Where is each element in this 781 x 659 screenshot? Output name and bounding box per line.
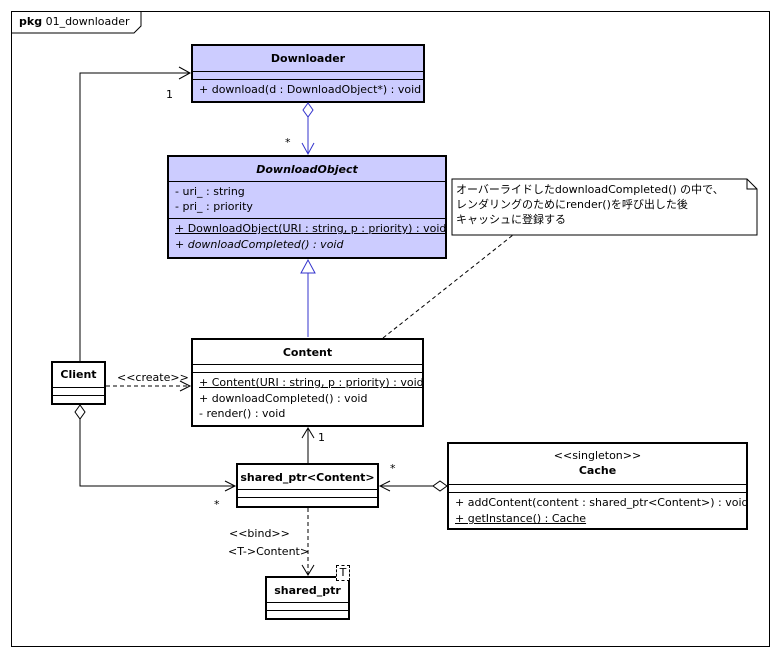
stereotype: <<singleton>> bbox=[553, 449, 642, 462]
operation: + addContent(content : shared_ptr<Conten… bbox=[455, 496, 749, 509]
class-name: Content bbox=[282, 346, 333, 359]
frame-name: 01_downloader bbox=[45, 15, 130, 28]
class-shared-ptr[interactable]: shared_ptr bbox=[265, 576, 350, 620]
class-name: shared_ptr bbox=[274, 584, 341, 597]
compartment-divider bbox=[238, 489, 377, 490]
multiplicity-label: 1 bbox=[166, 88, 173, 101]
note: オーバーライドしたdownloadCompleted() の中で、 レンダリング… bbox=[456, 182, 724, 227]
note-line: オーバーライドしたdownloadCompleted() の中で、 bbox=[456, 183, 724, 196]
template-parameter: T bbox=[339, 566, 347, 579]
compartment-divider bbox=[53, 387, 104, 388]
compartment-divider bbox=[238, 497, 377, 498]
class-downloader[interactable]: Downloader + download(d : DownloadObject… bbox=[191, 44, 425, 103]
multiplicity-label: * bbox=[285, 136, 291, 149]
note-line: キャッシュに登録する bbox=[456, 213, 566, 226]
compartment-divider bbox=[53, 395, 104, 396]
class-content[interactable]: Content + Content(URI : string, p : prio… bbox=[191, 338, 424, 427]
operation: + downloadCompleted() : void bbox=[199, 392, 368, 405]
class-download-object[interactable]: DownloadObject - uri_ : string - pri_ : … bbox=[167, 155, 447, 259]
bind-stereotype-label: <<bind>> bbox=[229, 527, 290, 540]
template-parameter-box: T bbox=[336, 565, 350, 581]
frame-title: pkg 01_downloader bbox=[19, 15, 130, 28]
bind-parameter-label: <T->Content> bbox=[228, 545, 310, 558]
compartment-divider bbox=[169, 181, 445, 182]
multiplicity-label: 1 bbox=[318, 431, 325, 444]
create-stereotype-label: <<create>> bbox=[117, 371, 189, 384]
operation: + getInstance() : Cache bbox=[455, 512, 587, 525]
multiplicity-label: * bbox=[214, 498, 220, 511]
operation: + DownloadObject(URI : string, p : prior… bbox=[175, 222, 447, 235]
compartment-divider bbox=[449, 492, 746, 493]
class-name: Downloader bbox=[270, 52, 346, 65]
frame-keyword: pkg bbox=[19, 15, 43, 28]
compartment-divider bbox=[193, 364, 422, 365]
class-name: DownloadObject bbox=[256, 163, 358, 176]
attribute: - pri_ : priority bbox=[175, 200, 253, 213]
class-name: shared_ptr<Content> bbox=[240, 471, 375, 484]
compartment-divider bbox=[193, 71, 423, 72]
operation: + download(d : DownloadObject*) : void bbox=[199, 83, 422, 96]
compartment-divider bbox=[193, 79, 423, 80]
compartment-divider bbox=[449, 484, 746, 485]
operation: + Content(URI : string, p : priority) : … bbox=[199, 376, 424, 389]
compartment-divider bbox=[267, 610, 348, 611]
operation: - render() : void bbox=[199, 407, 286, 420]
class-name: Cache bbox=[578, 464, 617, 477]
multiplicity-label: * bbox=[390, 462, 396, 475]
class-name: Client bbox=[60, 368, 97, 381]
attribute: - uri_ : string bbox=[175, 185, 245, 198]
compartment-divider bbox=[267, 602, 348, 603]
operation: + downloadCompleted() : void bbox=[175, 238, 344, 251]
compartment-divider bbox=[169, 218, 445, 219]
compartment-divider bbox=[193, 372, 422, 373]
package-frame bbox=[11, 11, 770, 647]
class-client[interactable]: Client bbox=[51, 361, 106, 405]
note-line: レンダリングのためにrender()を呼び出した後 bbox=[456, 198, 688, 211]
class-cache[interactable]: <<singleton>> Cache + addContent(content… bbox=[447, 442, 749, 530]
class-shared-ptr-content[interactable]: shared_ptr<Content> bbox=[236, 463, 379, 508]
